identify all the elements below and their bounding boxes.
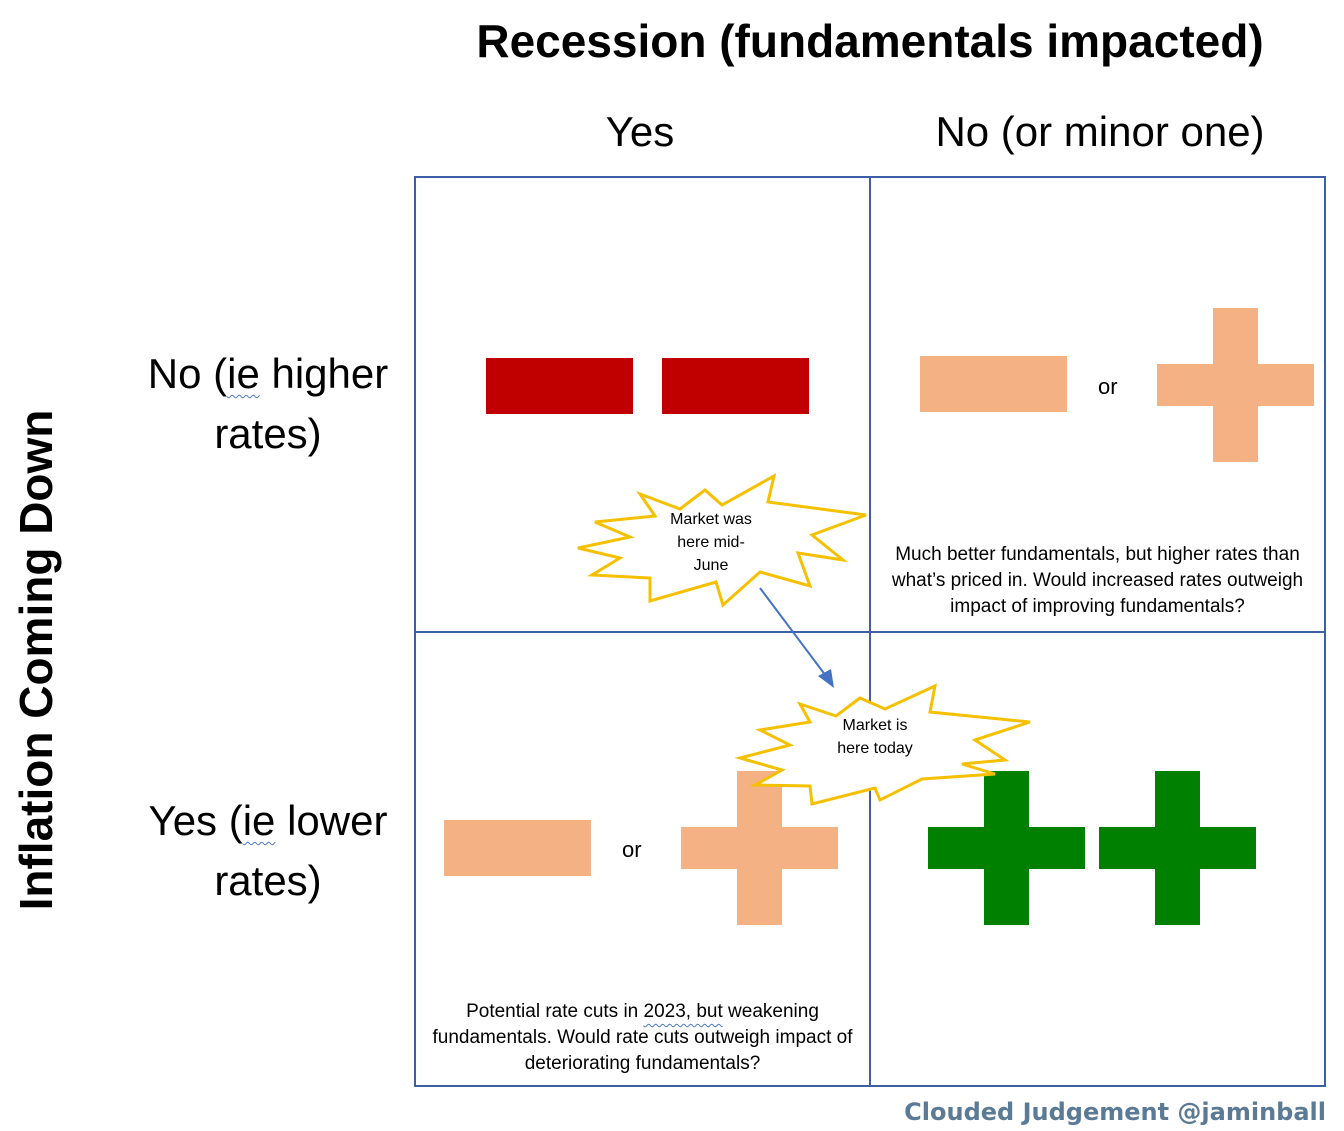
- starburst-icon: [577, 473, 867, 608]
- row-header-no: No (ie higher rates): [118, 344, 418, 464]
- desc-bl-post: weakening fundamentals. Would rate cuts …: [432, 1001, 853, 1074]
- row-header-yes: Yes (ie lower rates): [118, 791, 418, 911]
- footer-credit: Clouded Judgement @jaminball: [904, 1098, 1326, 1126]
- desc-bl-underlined: 2023, but: [643, 1001, 723, 1022]
- desc-bl-pre: Potential rate cuts in: [466, 1001, 644, 1022]
- minus-icon: [662, 358, 809, 414]
- or-label: or: [622, 837, 642, 862]
- burst-label-today: Market is here today: [837, 717, 913, 757]
- row-header-no-ie: ie: [227, 350, 260, 397]
- minus-icon: [486, 358, 633, 414]
- row-header-yes-ie: ie: [242, 797, 276, 844]
- arrow-head-icon: [818, 669, 834, 688]
- or-label: or: [1098, 374, 1118, 399]
- diagram-title: Recession (fundamentals impacted): [476, 15, 1264, 67]
- plus-icon: [928, 771, 1085, 925]
- row-header-yes-post: lower rates): [214, 797, 388, 904]
- column-header-yes: Yes: [605, 108, 675, 155]
- row-header-yes-pre: Yes (: [148, 797, 243, 844]
- row-header-no-post: higher rates): [214, 350, 389, 457]
- plus-icon: [681, 771, 838, 925]
- cell-description-bottom-left: Potential rate cuts in 2023, but weakeni…: [425, 999, 860, 1077]
- row-header-no-pre: No (: [147, 350, 228, 397]
- column-header-no: No (or minor one): [935, 108, 1265, 155]
- arrow-icon: [759, 587, 827, 677]
- minus-icon: [444, 820, 591, 876]
- plus-icon: [1099, 771, 1256, 925]
- burst-label-mid-june: Market was here mid-June: [670, 511, 752, 574]
- plus-icon: [1157, 308, 1314, 462]
- starburst-icon: [734, 683, 1031, 806]
- grid-horizontal-divider: [414, 631, 1326, 633]
- cell-description-top-right: Much better fundamentals, but higher rat…: [891, 544, 1304, 617]
- minus-icon: [920, 356, 1067, 412]
